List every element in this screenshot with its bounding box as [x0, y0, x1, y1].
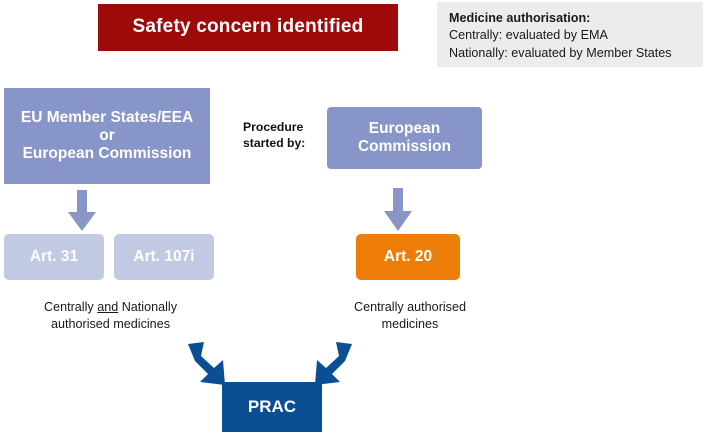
legend-line-centrally: Centrally: evaluated by EMA	[449, 28, 608, 43]
medicine-authorisation-legend: Medicine authorisation: Centrally: evalu…	[437, 2, 703, 67]
article-31-box: Art. 31	[4, 234, 104, 280]
caption-right-line-2: medicines	[381, 316, 439, 331]
prac-label: PRAC	[247, 396, 297, 416]
down-arrow-icon-right	[384, 188, 412, 231]
article-20-label: Art. 20	[383, 247, 433, 265]
legend-line-nationally: Nationally: evaluated by Member States	[449, 45, 672, 60]
caption-right-line-1: Centrally authorised	[353, 300, 466, 314]
diagonal-down-left-arrow-icon	[315, 342, 352, 385]
legend-title: Medicine authorisation:	[449, 11, 591, 25]
member-states-line-2: or	[99, 126, 115, 144]
down-arrow-icon-left	[68, 190, 96, 231]
procedure-started-by-label: Procedure started by:	[243, 119, 325, 151]
article-31-label: Art. 31	[29, 247, 79, 265]
caption-centrally-and-nationally: Centrally and Nationally authorised medi…	[8, 299, 213, 332]
member-states-line-3: European Commission	[22, 145, 192, 163]
european-commission-box: European Commission	[327, 107, 482, 169]
prac-box: PRAC	[222, 382, 322, 432]
member-states-line-1: EU Member States/EEA	[20, 108, 194, 126]
caption-left-line-2: authorised medicines	[50, 316, 170, 331]
procedure-started-by-line-2: started by:	[243, 136, 306, 151]
procedure-started-by-line-1: Procedure	[243, 120, 304, 134]
european-commission-line-1: European	[368, 119, 441, 137]
diagonal-down-right-arrow-icon	[188, 342, 225, 385]
safety-concern-label: Safety concern identified	[132, 16, 364, 38]
european-commission-line-2: Commission	[357, 138, 451, 155]
member-states-or-commission-box: EU Member States/EEA or European Commiss…	[4, 88, 210, 184]
article-107i-box: Art. 107i	[114, 234, 214, 280]
caption-left-underlined-and: and	[97, 300, 119, 314]
article-107i-label: Art. 107i	[133, 247, 195, 265]
article-20-box: Art. 20	[356, 234, 460, 280]
caption-left-post: Nationally	[118, 300, 178, 314]
caption-left-pre: Centrally	[43, 300, 98, 314]
caption-centrally-authorised: Centrally authorised medicines	[330, 299, 490, 332]
safety-concern-box: Safety concern identified	[98, 4, 398, 51]
